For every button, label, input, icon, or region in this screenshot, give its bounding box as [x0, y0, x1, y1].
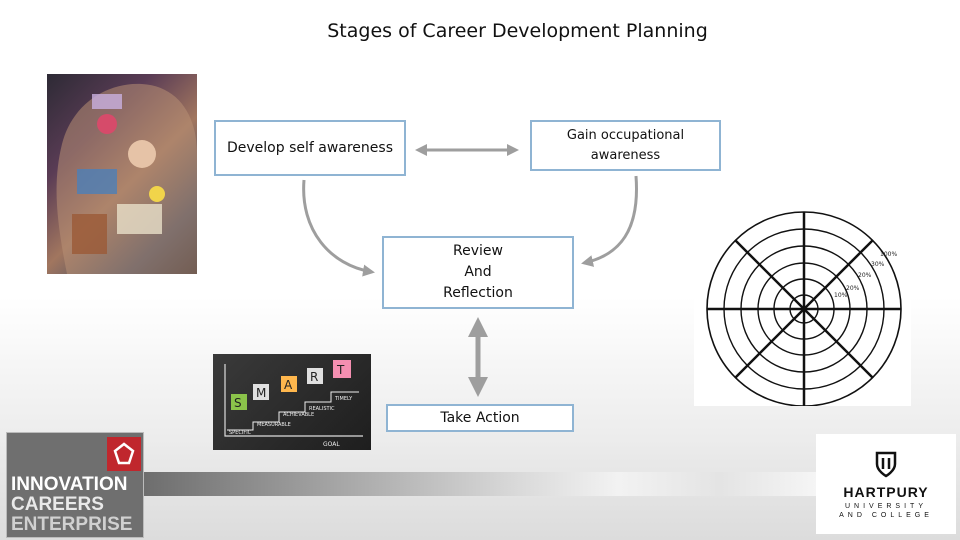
node-self-awareness: Develop self awareness	[214, 120, 406, 176]
ice-brand-icon	[107, 437, 141, 471]
collage-head-image	[47, 74, 197, 274]
smart-letter-m: M	[256, 386, 266, 400]
node-occupational-awareness: Gain occupational awareness	[530, 120, 721, 171]
logo-line-innovation: INNOVATION	[11, 474, 128, 495]
hartpury-university: UNIVERSITY	[844, 503, 927, 510]
node-take-action-label: Take Action	[440, 409, 520, 426]
ring-label-1: 100%	[880, 251, 897, 258]
smart-letter-r: R	[310, 370, 318, 384]
innovation-careers-enterprise-logo: INNOVATION CAREERS ENTERPRISE	[6, 432, 144, 538]
hartpury-name: HARTPURY	[843, 484, 929, 500]
footer-gradient-band	[142, 472, 822, 496]
smart-step-timely: TIMELY	[334, 396, 353, 402]
smart-step-achievable: ACHIEVABLE	[283, 412, 314, 418]
logo-line-enterprise: ENTERPRISE	[11, 514, 133, 535]
hartpury-logo: HARTPURY UNIVERSITY AND COLLEGE	[816, 434, 956, 534]
slide-title: Stages of Career Development Planning	[327, 20, 708, 42]
smart-step-realistic: REALISTIC	[309, 406, 335, 412]
smart-letter-a: A	[284, 378, 293, 392]
smart-step-specific: SPECIFIC	[229, 430, 252, 436]
ring-label-4: 20%	[846, 285, 860, 292]
node-self-awareness-label: Develop self awareness	[226, 139, 393, 156]
smart-goals-image: S M A R T TIMELY REALISTIC ACHIEVABLE ME…	[213, 354, 371, 450]
ring-label-5: 10%	[834, 292, 848, 299]
node-review-reflection: Review And Reflection	[382, 236, 574, 309]
node-take-action: Take Action	[386, 404, 574, 432]
logo-line-careers: CAREERS	[11, 494, 104, 515]
ring-label-3: 20%	[858, 272, 872, 279]
hartpury-and-college: AND COLLEGE	[839, 512, 933, 519]
smart-step-measurable: MEASURABLE	[257, 422, 291, 428]
target-wheel-image: 100% 30% 20% 20% 10%	[694, 209, 911, 407]
node-review-reflection-label: Review And Reflection	[443, 243, 513, 301]
smart-goal-label: GOAL	[323, 441, 340, 448]
arrow-occ-review	[581, 175, 639, 267]
arrow-self-review	[302, 179, 375, 277]
ring-label-2: 30%	[871, 261, 885, 268]
smart-letter-s: S	[234, 396, 242, 410]
smart-letter-t: T	[336, 363, 345, 377]
node-occupational-awareness-label: Gain occupational awareness	[566, 128, 685, 163]
hartpury-shield-icon	[875, 451, 897, 478]
